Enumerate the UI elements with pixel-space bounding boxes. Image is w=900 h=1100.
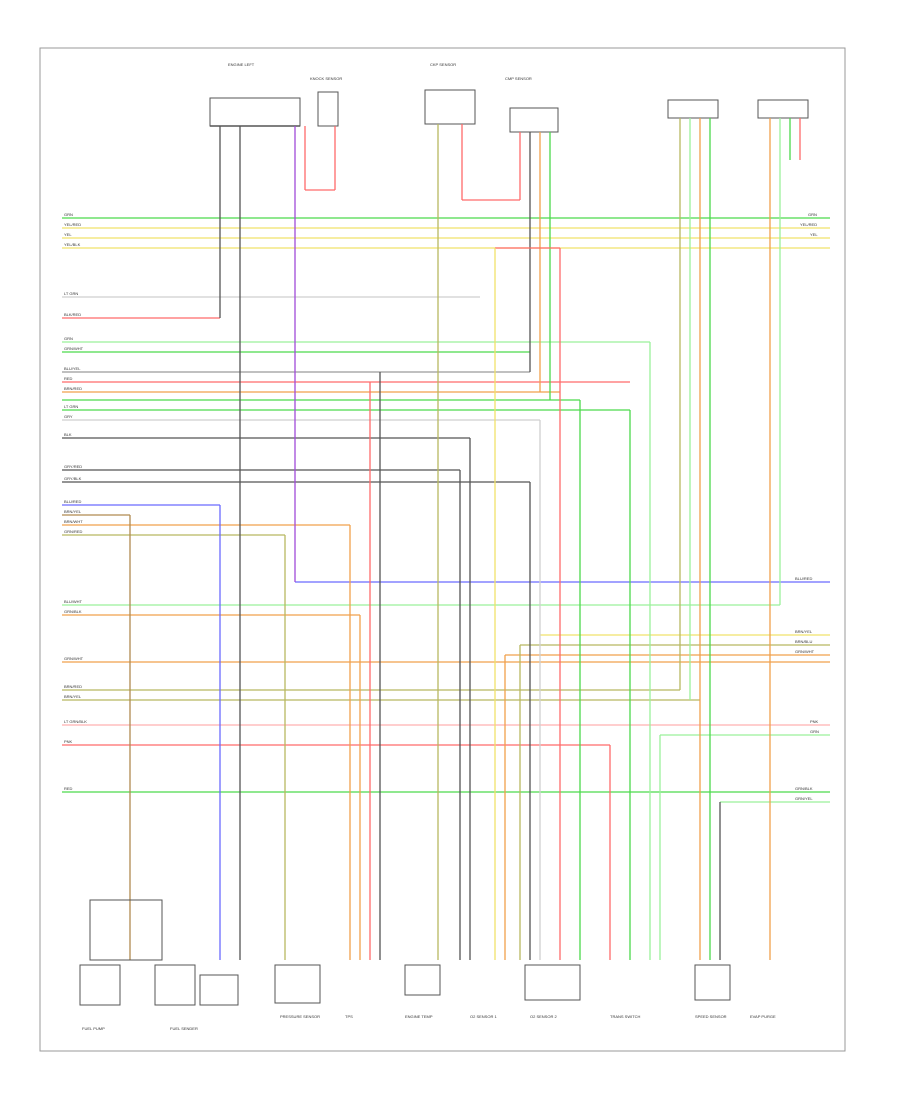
svg-text:GRY: GRY <box>64 414 73 419</box>
svg-text:GRN: GRN <box>64 336 73 341</box>
svg-text:BRN/YEL: BRN/YEL <box>795 629 813 634</box>
svg-text:BRN/BLU: BRN/BLU <box>795 639 812 644</box>
diagram-border <box>39 47 846 1052</box>
svg-text:BLU/RED: BLU/RED <box>795 576 812 581</box>
svg-text:GRN/WHT: GRN/WHT <box>64 656 84 661</box>
svg-text:BLU/WHT: BLU/WHT <box>64 599 83 604</box>
svg-text:BRN/RED: BRN/RED <box>64 684 82 689</box>
horizontal-wires <box>62 217 830 803</box>
top-connector-cmp: CMP SENSOR <box>505 76 559 133</box>
svg-text:FUEL SENDER: FUEL SENDER <box>170 1026 198 1031</box>
svg-text:SPEED SENSOR: SPEED SENSOR <box>695 1014 727 1019</box>
component-labels: FUEL PUMP FUEL SENDER PRESSURE SENSOR TP… <box>82 1014 776 1031</box>
svg-text:YEL/RED: YEL/RED <box>800 222 817 227</box>
svg-text:LT GRN: LT GRN <box>64 404 78 409</box>
svg-text:EVAP PURGE: EVAP PURGE <box>750 1014 776 1019</box>
svg-text:TRANS SWITCH: TRANS SWITCH <box>610 1014 641 1019</box>
svg-text:GRN/WHT: GRN/WHT <box>64 346 84 351</box>
right-wire-labels: GRN YEL/RED YEL BLU/RED BRN/YEL BRN/BLU … <box>795 212 819 801</box>
svg-text:RED: RED <box>64 376 73 381</box>
top-connector-right-2 <box>757 99 809 119</box>
top-connector-engine-left: ENGINE LEFT <box>209 62 301 127</box>
svg-text:YEL: YEL <box>64 232 72 237</box>
svg-text:GRY/BLK: GRY/BLK <box>64 476 82 481</box>
svg-text:ENGINE LEFT: ENGINE LEFT <box>228 62 255 67</box>
svg-text:KNOCK SENSOR: KNOCK SENSOR <box>310 76 342 81</box>
top-connector-right-1 <box>667 99 719 119</box>
svg-text:FUEL PUMP: FUEL PUMP <box>82 1026 105 1031</box>
svg-text:BRN/WHT: BRN/WHT <box>64 519 83 524</box>
left-wire-labels: GRN YEL/RED YEL YEL/BLK LT GRN BLK/RED G… <box>64 212 87 791</box>
svg-text:RED: RED <box>64 786 73 791</box>
svg-text:ENGINE TEMP: ENGINE TEMP <box>405 1014 433 1019</box>
svg-text:GRY/RED: GRY/RED <box>64 464 82 469</box>
svg-text:GRN: GRN <box>808 212 817 217</box>
svg-text:GRN/BLK: GRN/BLK <box>795 786 813 791</box>
svg-text:LT GRN: LT GRN <box>64 291 78 296</box>
svg-text:BRN/YEL: BRN/YEL <box>64 509 82 514</box>
svg-text:CKP SENSOR: CKP SENSOR <box>430 62 456 67</box>
svg-text:TPS: TPS <box>345 1014 353 1019</box>
svg-text:O2 SENSOR 2: O2 SENSOR 2 <box>530 1014 557 1019</box>
svg-text:PRESSURE SENSOR: PRESSURE SENSOR <box>280 1014 320 1019</box>
top-connector-ckp: CKP SENSOR <box>424 62 476 125</box>
svg-text:YEL/BLK: YEL/BLK <box>64 242 81 247</box>
svg-text:GRN/BLK: GRN/BLK <box>64 609 82 614</box>
svg-text:BLK: BLK <box>64 432 72 437</box>
svg-text:GRN/YEL: GRN/YEL <box>795 796 813 801</box>
vertical-wires <box>129 118 801 960</box>
svg-text:O2 SENSOR 1: O2 SENSOR 1 <box>470 1014 497 1019</box>
top-connector-knock-sensor: KNOCK SENSOR <box>310 76 342 127</box>
svg-text:CMP SENSOR: CMP SENSOR <box>505 76 532 81</box>
svg-text:PNK: PNK <box>810 719 819 724</box>
svg-text:LT GRN/BLK: LT GRN/BLK <box>64 719 87 724</box>
svg-text:PNK: PNK <box>64 739 73 744</box>
svg-text:BLU/RED: BLU/RED <box>64 499 81 504</box>
bottom-components <box>79 899 731 1006</box>
svg-text:GRN/WHT: GRN/WHT <box>795 649 815 654</box>
svg-text:GRN/RED: GRN/RED <box>64 529 83 534</box>
svg-text:YEL/RED: YEL/RED <box>64 222 81 227</box>
svg-text:GRN: GRN <box>64 212 73 217</box>
svg-text:BRN/YEL: BRN/YEL <box>64 694 82 699</box>
svg-text:YEL: YEL <box>810 232 818 237</box>
svg-text:BRN/RED: BRN/RED <box>64 386 82 391</box>
svg-text:BLK/RED: BLK/RED <box>64 312 81 317</box>
svg-text:BLU/YEL: BLU/YEL <box>64 366 81 371</box>
svg-text:GRN: GRN <box>810 729 819 734</box>
